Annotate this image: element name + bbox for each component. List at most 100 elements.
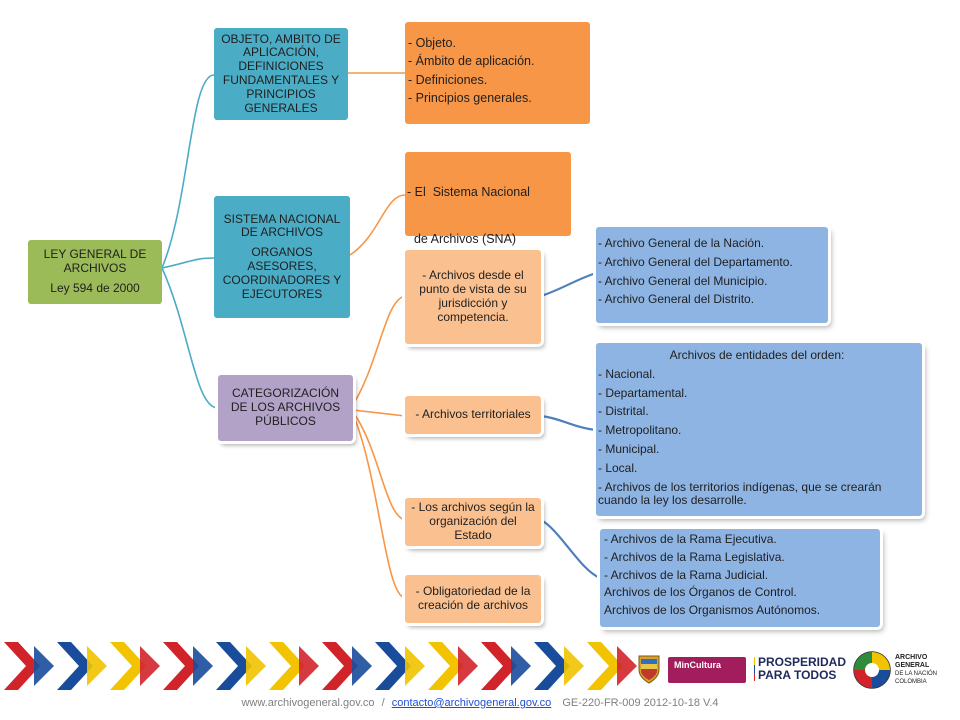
sub3-to-detail3-line: [540, 519, 601, 580]
root-to-branch3-line: [161, 267, 219, 409]
band-arrow-shape: [428, 642, 464, 690]
branch3-node: CATEGORIZACIÓN DE LOS ARCHIVOS PÚBLICOS: [218, 375, 353, 441]
band-triangle-shape: [458, 646, 478, 686]
branch2-node: SISTEMA NACIONAL DE ARCHIVOS ORGANOS ASE…: [214, 196, 350, 318]
prosperidad-logo: PROSPERIDAD PARA TODOS: [754, 656, 846, 686]
band-arrow-shape: [4, 642, 40, 690]
root-node: LEY GENERAL DE ARCHIVOS Ley 594 de 2000: [28, 240, 162, 304]
branch1-node: OBJETO, AMBITO DE APLICACIÓN, DEFINICION…: [214, 28, 348, 120]
band-triangle-shape: [564, 646, 584, 686]
branch2-to-items-line: [349, 194, 406, 256]
band-triangle-shape: [352, 646, 372, 686]
prosperidad-line2: PARA TODOS: [757, 668, 837, 682]
decorative-arrow-band: [4, 642, 637, 690]
detail2-item: - Metropolitano.: [598, 423, 682, 438]
archivo-line2: GENERAL: [895, 662, 930, 669]
branch1-item: - Principios generales.: [408, 91, 532, 106]
shield-icon: [638, 655, 660, 684]
root-subtitle: Ley 594 de 2000: [50, 280, 140, 295]
branch1-title: OBJETO, AMBITO DE APLICACIÓN, DEFINICION…: [221, 31, 341, 115]
archivo-line3: DE LA NACIÓN: [895, 671, 938, 677]
root-to-branch1-line: [161, 74, 215, 269]
band-arrow-shape: [481, 642, 517, 690]
branch3-to-sub1-line: [352, 295, 406, 406]
detail2-item: - Local.: [598, 460, 638, 475]
sub1-to-detail1-line: [540, 271, 597, 298]
band-triangle-shape: [405, 646, 425, 686]
band-arrow-shape: [57, 642, 93, 690]
branch1-item: - Objeto.: [408, 36, 456, 50]
band-arrow-shape: [110, 642, 146, 690]
branch3-to-sub2-line: [352, 409, 406, 417]
branch2-item: de Archivos (SNA): [407, 231, 517, 246]
branch3-sub1-node: - Archivos desde el punto de vista de su…: [405, 250, 541, 344]
root-to-branch2-line: [161, 257, 215, 269]
branch2-title2: ORGANOS ASESORES, COORDINADORES Y EJECUT…: [222, 245, 342, 301]
archivo-line1: ARCHIVO: [895, 654, 928, 661]
detail3-box: - Archivos de la Rama Ejecutiva. - Archi…: [600, 529, 880, 627]
band-arrow-shape: [163, 642, 199, 690]
detail3-item: - Archivos de la Rama Legislativa.: [604, 549, 785, 564]
branch2-items-box: - El Sistema Nacional de Archivos (SNA) …: [405, 152, 571, 340]
band-arrow-shape: [375, 642, 411, 690]
detail2-item: - Departamental.: [598, 385, 688, 400]
detail1-item: - Archivo General del Departamento.: [598, 254, 793, 269]
band-arrow-shape: [587, 642, 623, 690]
footer-code: GE-220-FR-009 2012-10-18 V.4: [562, 697, 719, 709]
band-arrow-shape: [534, 642, 570, 690]
root-title: LEY GENERAL DE ARCHIVOS: [43, 247, 147, 276]
colombia-shield-logo: [636, 654, 662, 684]
band-triangle-shape: [299, 646, 319, 686]
detail3-item: Archivos de los Organismos Autónomos.: [604, 603, 821, 618]
band-arrow-shape: [322, 642, 358, 690]
branch3-sub4-node: - Obligatoriedad de la creación de archi…: [405, 575, 541, 623]
detail3-item: - Archivos de la Rama Ejecutiva.: [604, 532, 777, 546]
branch2-item: - El Sistema Nacional: [407, 184, 530, 199]
detail2-box: Archivos de entidades del orden: - Nacio…: [596, 343, 922, 516]
footer-site-link[interactable]: www.archivogeneral.gov.co: [241, 697, 375, 709]
detail1-box: - Archivo General de la Nación. - Archiv…: [596, 227, 828, 323]
detail1-item: - Archivo General del Distrito.: [598, 292, 755, 307]
detail2-item: - Municipal.: [598, 441, 660, 456]
branch3-title: CATEGORIZACIÓN DE LOS ARCHIVOS PÚBLICOS: [230, 386, 341, 428]
footer-email-link[interactable]: contacto@archivogeneral.gov.co: [391, 697, 552, 709]
detail1-item: - Archivo General del Municipio.: [598, 273, 768, 288]
detail2-title: Archivos de entidades del orden:: [669, 348, 845, 362]
band-triangle-shape: [140, 646, 160, 686]
branch1-item: - Ámbito de aplicación.: [408, 54, 535, 69]
archivo-line4: COLOMBIA: [895, 679, 927, 685]
detail2-item: - Nacional.: [598, 366, 656, 381]
footer: www.archivogeneral.gov.co / contacto@arc…: [0, 697, 960, 709]
band-triangle-shape: [511, 646, 531, 686]
detail3-item: Archivos de los Órganos de Control.: [604, 585, 797, 600]
branch3-sub2-label: - Archivos territoriales: [415, 407, 531, 422]
band-triangle-shape: [246, 646, 266, 686]
branch1-item: - Definiciones.: [408, 72, 488, 87]
archivo-emblem-icon: [853, 651, 891, 689]
branch3-to-sub3-line: [352, 411, 406, 521]
footer-separator: /: [381, 697, 385, 709]
band-triangle-shape: [34, 646, 54, 686]
band-triangle-shape: [617, 646, 637, 686]
branch3-sub3-node: - Los archivos según la organización del…: [405, 498, 541, 546]
detail2-item: - Distrital.: [598, 404, 649, 419]
detail2-item: - Archivos de los territorios indígenas,…: [598, 479, 882, 508]
band-arrow-shape: [269, 642, 305, 690]
branch3-sub1-label: - Archivos desde el punto de vista de su…: [419, 268, 527, 324]
branch1-items-box: - Objeto. - Ámbito de aplicación. - Defi…: [405, 22, 590, 124]
band-triangle-shape: [87, 646, 107, 686]
archivo-general-logo: ARCHIVO GENERAL DE LA NACIÓN COLOMBIA: [852, 650, 952, 690]
branch2-title: SISTEMA NACIONAL DE ARCHIVOS: [223, 211, 341, 240]
mincultura-label: MinCultura: [674, 660, 721, 670]
branch3-to-sub4-line: [352, 413, 406, 599]
branch3-sub3-label: - Los archivos según la organización del…: [411, 500, 535, 542]
branch3-sub4-label: - Obligatoriedad de la creación de archi…: [415, 584, 531, 612]
sub2-to-detail2-line: [540, 414, 597, 432]
mincultura-logo: MinCultura: [668, 657, 746, 683]
band-arrow-shape: [216, 642, 252, 690]
detail3-item: - Archivos de la Rama Judicial.: [604, 567, 769, 582]
branch3-sub2-node: - Archivos territoriales: [405, 396, 541, 434]
band-triangle-shape: [193, 646, 213, 686]
prosperidad-line1: PROSPERIDAD: [757, 655, 846, 669]
